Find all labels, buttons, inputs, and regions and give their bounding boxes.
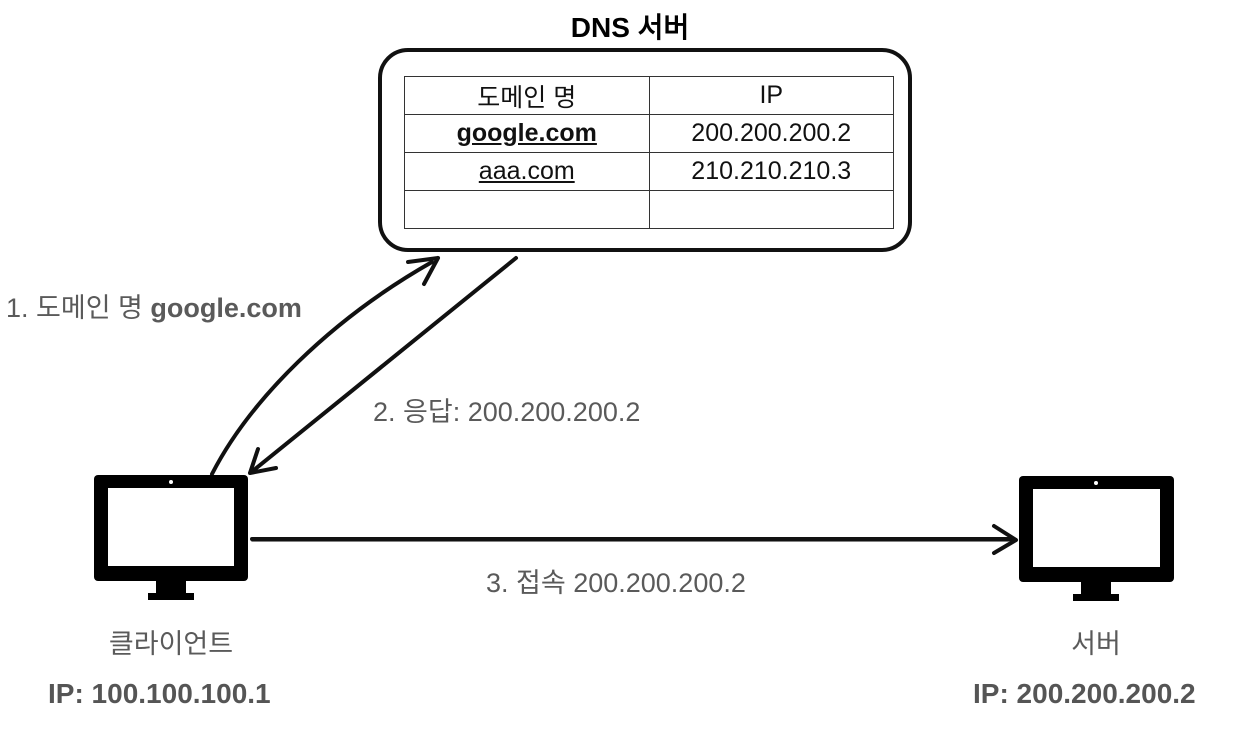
server-ip: IP: 200.200.200.2 (973, 678, 1196, 709)
dns-server-box: 도메인 명 IP google.com 200.200.200.2 aaa.co… (378, 48, 912, 252)
request-arrow (210, 256, 440, 476)
table-row (404, 190, 894, 229)
connect-arrow (250, 524, 1018, 555)
dns-ip-cell (648, 190, 894, 229)
client-name: 클라이언트 (108, 629, 234, 659)
step1-label: 1. 도메인 명 google.com (6, 286, 302, 325)
dns-ip-cell: 200.200.200.2 (648, 114, 894, 153)
table-row: aaa.com 210.210.210.3 (404, 152, 894, 191)
dns-ip-cell: 210.210.210.3 (648, 152, 894, 191)
step2-label: 2. 응답: 200.200.200.2 (373, 397, 641, 427)
dns-domain-cell (404, 190, 650, 229)
table-row: google.com 200.200.200.2 (404, 114, 894, 153)
server-name: 서버 (1071, 629, 1121, 659)
response-arrow (248, 256, 518, 475)
step1-domain: google.com (150, 293, 302, 323)
step1-prefix: 1. 도메인 명 (6, 293, 151, 323)
server-monitor-icon (1019, 476, 1174, 601)
dns-domain-cell[interactable]: google.com (404, 114, 650, 153)
client-ip: IP: 100.100.100.1 (48, 678, 271, 709)
dns-table: 도메인 명 IP google.com 200.200.200.2 aaa.co… (404, 76, 894, 229)
step3-label: 3. 접속 200.200.200.2 (486, 568, 746, 598)
client-monitor-icon (94, 475, 248, 600)
dns-domain-cell[interactable]: aaa.com (404, 152, 650, 191)
dns-server-title: DNS 서버 (570, 12, 690, 43)
